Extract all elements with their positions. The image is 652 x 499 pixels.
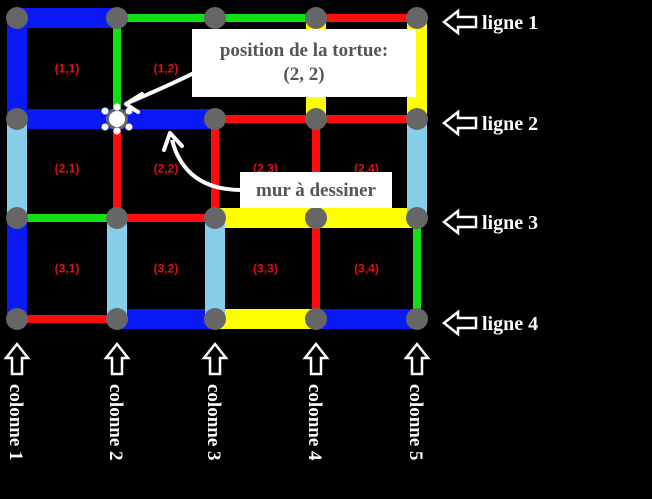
grid-node-1-4 bbox=[305, 7, 327, 29]
column-label-5: colonne 5 bbox=[405, 384, 426, 461]
callout-turtle-position: position de la tortue: (2, 2) bbox=[124, 29, 416, 114]
grid-node-2-1 bbox=[6, 108, 28, 130]
column-label-4: colonne 4 bbox=[304, 384, 325, 461]
column-label-2: colonne 2 bbox=[105, 384, 126, 461]
grid-node-1-1 bbox=[6, 7, 28, 29]
turtle-leg bbox=[113, 127, 121, 135]
turtle-leg bbox=[101, 107, 109, 115]
row-arrow-icon bbox=[441, 309, 478, 337]
turtle-leg bbox=[113, 103, 121, 111]
grid-node-3-5 bbox=[406, 207, 428, 229]
cell-label-2-2: (2,2) bbox=[154, 162, 179, 176]
grid-node-2-3 bbox=[204, 108, 226, 130]
cell-label-3-3: (3,3) bbox=[253, 262, 278, 276]
grid-node-4-1 bbox=[6, 308, 28, 330]
row-labels-layer: ligne 1 ligne 2 ligne 3 ligne 4 bbox=[441, 8, 538, 337]
row-label-2: ligne 2 bbox=[482, 113, 538, 135]
column-label-3: colonne 3 bbox=[203, 384, 224, 461]
column-arrow-icon bbox=[403, 341, 431, 376]
grid-node-3-3 bbox=[204, 207, 226, 229]
grid-node-2-4 bbox=[305, 108, 327, 130]
grid-node-1-2 bbox=[106, 7, 128, 29]
callout-wall-arrowhead bbox=[162, 131, 184, 152]
column-labels-layer: colonne 1 colonne 2 colonne 3 colonne 4 colo… bbox=[3, 341, 431, 461]
turtle-leg bbox=[125, 123, 133, 131]
grid-node-4-5 bbox=[406, 308, 428, 330]
row-arrow-icon bbox=[441, 109, 478, 137]
grid-node-4-3 bbox=[204, 308, 226, 330]
grid-node-3-1 bbox=[6, 207, 28, 229]
turtle-icon bbox=[101, 103, 133, 135]
turtle-leg bbox=[101, 123, 109, 131]
column-arrow-icon bbox=[302, 341, 330, 376]
grid-node-1-5 bbox=[406, 7, 428, 29]
grid-node-4-2 bbox=[106, 308, 128, 330]
callout-box bbox=[240, 172, 392, 208]
grid-node-3-4 bbox=[305, 207, 327, 229]
callout-box bbox=[192, 29, 416, 97]
callout-turtle-line2: (2, 2) bbox=[283, 64, 324, 85]
walls-layer bbox=[7, 8, 427, 329]
column-label-1: colonne 1 bbox=[5, 384, 26, 461]
row-arrow-icon bbox=[441, 8, 478, 36]
row-arrow-icon bbox=[441, 208, 478, 236]
callout-turtle-arrowhead bbox=[124, 92, 144, 114]
column-arrow-icon bbox=[3, 341, 31, 376]
cell-label-3-2: (3,2) bbox=[154, 262, 179, 276]
row-label-4: ligne 4 bbox=[482, 313, 538, 335]
cell-label-1-1: (1,1) bbox=[55, 62, 80, 76]
row-label-3: ligne 3 bbox=[482, 212, 538, 234]
callout-wall-pointer bbox=[170, 139, 243, 192]
callout-wall-to-draw: mur à dessiner bbox=[162, 131, 392, 208]
column-arrow-icon bbox=[103, 341, 131, 376]
callout-wall-text: mur à dessiner bbox=[256, 180, 377, 201]
grid-node-4-4 bbox=[305, 308, 327, 330]
cell-label-2-1: (2,1) bbox=[55, 162, 80, 176]
row-label-1: ligne 1 bbox=[482, 12, 538, 34]
column-arrow-icon bbox=[201, 341, 229, 376]
cell-label-3-1: (3,1) bbox=[55, 262, 80, 276]
cell-label-3-4: (3,4) bbox=[354, 262, 379, 276]
grid-node-2-5 bbox=[406, 108, 428, 130]
callout-turtle-line1: position de la tortue: bbox=[220, 40, 388, 61]
grid-node-3-2 bbox=[106, 207, 128, 229]
grid-node-1-3 bbox=[204, 7, 226, 29]
cell-label-1-2: (1,2) bbox=[154, 62, 179, 76]
turtle-body bbox=[109, 111, 125, 127]
